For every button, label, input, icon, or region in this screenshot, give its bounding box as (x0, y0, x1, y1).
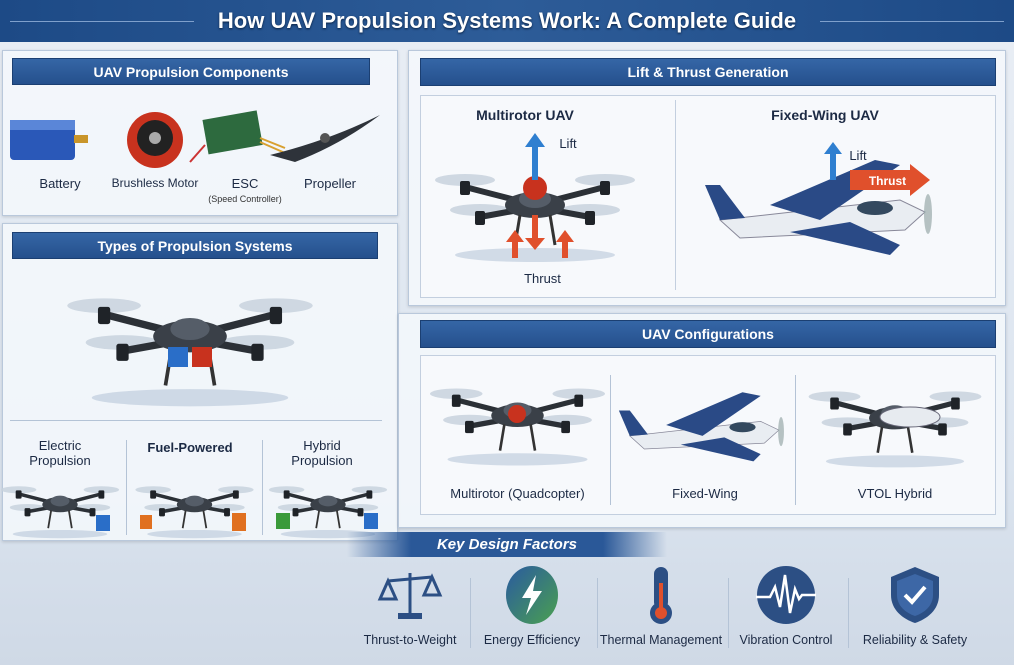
lift-arrow-icon (824, 142, 842, 180)
factor-label: Energy Efficiency (483, 633, 581, 647)
lightning-bolt-icon (502, 565, 562, 625)
thrust-arrows-icon (506, 215, 574, 258)
multirotor-thrust-label: Thrust (524, 271, 561, 286)
factor-separator (597, 578, 598, 648)
config-separator (610, 375, 611, 505)
factor-separator (848, 578, 849, 648)
title-rule-right (820, 20, 1004, 22)
factor-separator (470, 578, 471, 648)
factor-thrust-to-weight: Thrust-to-Weight (345, 565, 475, 655)
shield-check-icon (885, 565, 945, 625)
configs-header: UAV Configurations (420, 320, 996, 348)
propeller-icon (270, 115, 380, 162)
component-label-motor: Brushless Motor (111, 176, 199, 190)
components-illustrations (10, 110, 380, 168)
factor-reliability-safety: Reliability & Safety (850, 565, 980, 655)
config-label-vtol: VTOL Hybrid (857, 486, 933, 501)
design-factors-title: Key Design Factors (346, 531, 668, 557)
multirotor-lift-diagram (430, 133, 660, 275)
config-separator (795, 375, 796, 505)
type-label-electric: Electric Propulsion (29, 438, 91, 468)
component-label-esc: ESC (231, 176, 259, 191)
thermometer-icon (631, 565, 691, 625)
component-sublabel-esc: (Speed Controller) (208, 194, 282, 204)
type-separator (262, 440, 263, 535)
title-bar: How UAV Propulsion Systems Work: A Compl… (0, 0, 1014, 42)
factor-thermal-management: Thermal Management (596, 565, 726, 655)
lift-header: Lift & Thrust Generation (420, 58, 996, 86)
fixedwing-lift-diagram (704, 142, 933, 256)
type-label-fuel: Fuel-Powered (147, 440, 233, 455)
factor-vibration-control: Vibration Control (721, 565, 851, 655)
quadcopter-large-image (10, 275, 370, 410)
fuel-drone-image (133, 484, 256, 540)
fixedwing-thrust-label: Thrust (868, 174, 907, 188)
components-header: UAV Propulsion Components (12, 58, 370, 85)
fixedwing-title: Fixed-Wing UAV (771, 107, 879, 123)
type-separator (126, 440, 127, 535)
types-panel (2, 223, 398, 541)
title-rule-left (10, 20, 194, 22)
waveform-icon (756, 565, 816, 625)
thrust-arrow-icon (850, 164, 930, 196)
factor-label: Reliability & Safety (862, 633, 968, 647)
page-title: How UAV Propulsion Systems Work: A Compl… (217, 8, 797, 33)
electric-drone-image (0, 484, 120, 540)
config-fixedwing-image (618, 391, 785, 462)
multirotor-title: Multirotor UAV (476, 107, 574, 123)
config-quadcopter-image (430, 370, 605, 470)
types-header: Types of Propulsion Systems (12, 232, 378, 259)
balance-scale-icon (377, 565, 443, 625)
config-label-fixedwing: Fixed-Wing (672, 486, 738, 501)
component-label-propeller: Propeller (303, 176, 357, 191)
component-label-battery: Battery (39, 176, 81, 191)
config-vtol-image (800, 375, 990, 470)
hybrid-drone-image (268, 484, 388, 540)
lift-arrow-icon (525, 133, 545, 180)
factor-label: Vibration Control (739, 633, 833, 647)
design-factors-banner: Key Design Factors (0, 530, 1014, 558)
factor-separator (728, 578, 729, 648)
type-label-hybrid: Hybrid Propulsion (291, 438, 353, 468)
fixedwing-lift-label: Lift (849, 148, 867, 163)
esc-board-icon (189, 110, 286, 163)
factor-energy-efficiency: Energy Efficiency (467, 565, 597, 655)
lift-divider (675, 100, 676, 290)
factor-label: Thermal Management (599, 633, 723, 647)
motor-icon (127, 112, 183, 168)
battery-icon (10, 120, 88, 160)
multirotor-lift-label: Lift (559, 136, 577, 151)
types-divider (10, 420, 382, 421)
config-label-multirotor: Multirotor (Quadcopter) (450, 486, 585, 501)
factor-label: Thrust-to-Weight (363, 633, 457, 647)
